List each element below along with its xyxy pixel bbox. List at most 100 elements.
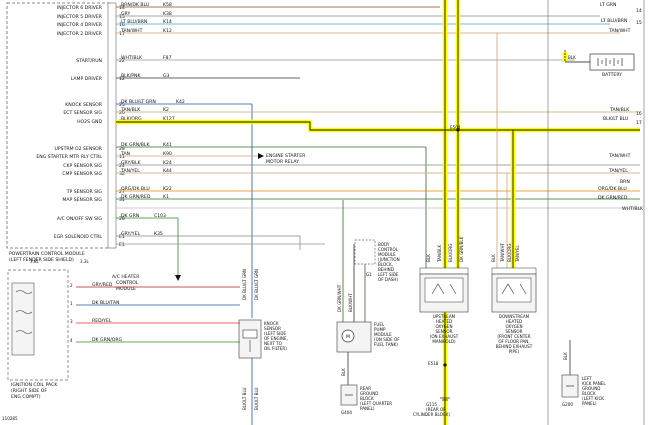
- wire-label: LT BLU/BRN: [601, 18, 627, 24]
- pin-number: 17: [636, 120, 642, 126]
- powertrain-control-module: INJECTOR 6 DRIVER INJECTOR 5 DRIVER INJE…: [6, 2, 117, 263]
- rear-ground-label: (LEFT QUARTER: [360, 401, 392, 406]
- pcm-caption: POWERTRAIN CONTROL MODULE: [9, 251, 85, 257]
- knock-label: NEXT TO: [264, 341, 282, 346]
- left-kick-label: (LEFT KICK: [582, 396, 604, 401]
- pin-number: 28: [119, 216, 125, 222]
- upstream-label: SENSOR: [436, 329, 453, 334]
- left-kick-label: KICK PANEL: [582, 381, 606, 386]
- pin-number: 11: [119, 154, 125, 160]
- downstream-label: DOWNSTREAM: [499, 314, 530, 319]
- bcm-label: MODULE: [378, 252, 396, 257]
- pin-number: 2: [70, 283, 73, 288]
- wire-label: TAN/BLK: [437, 244, 442, 263]
- ac-heater-module: A/C HEATER CONTROL MODULE: [112, 274, 181, 292]
- pcm-label: A/C ON/OFF SW SIG: [57, 216, 103, 222]
- battery-icon: [597, 58, 623, 66]
- sensor-icon: [242, 329, 258, 339]
- pin-number: 12: [119, 76, 125, 82]
- circuit-label: K38: [163, 11, 172, 17]
- left-kick-label: PANEL): [582, 401, 597, 406]
- splice-e504: E504: [450, 125, 461, 130]
- pin-number: 15: [636, 20, 642, 26]
- rear-ground-label: PANEL): [360, 406, 375, 411]
- wire-label: TAN/YEL: [515, 244, 520, 263]
- pcm-wires: [116, 6, 640, 318]
- wire-label: BLK: [426, 254, 431, 262]
- pin-number: 32: [119, 171, 125, 177]
- pcm-label: LAMP DRIVER: [71, 76, 103, 82]
- sensor-icon: [424, 277, 464, 303]
- pin-number: 14: [636, 8, 642, 14]
- wire-label: GRY/RED: [92, 282, 113, 288]
- pin-number: 16: [636, 111, 642, 117]
- knock-label: OF ENGINE,: [264, 336, 288, 341]
- bcm-label: BEHIND: [378, 267, 394, 272]
- pin-number: 16: [119, 22, 125, 28]
- downstream-label: OF FLOOR PAN,: [498, 339, 529, 344]
- pin-number: 3: [70, 319, 73, 324]
- ac-heater-label: MODULE: [116, 286, 136, 292]
- wire-label: DK GRN/BLK: [121, 142, 150, 148]
- coil-icon: [11, 282, 35, 356]
- ignition-coil-pack: 3.8L 3.3L 2 1 3 4 GRY/RED DK BLU/TAN RED…: [7, 259, 240, 400]
- pin-number: 14: [119, 5, 125, 11]
- pcm-label: CMP SENSOR SIG: [62, 171, 102, 177]
- fuel-label: MODULE: [374, 332, 392, 337]
- pin-number: 31: [119, 197, 125, 203]
- bcm-label: LEFT SIDE: [378, 272, 399, 277]
- wire-label: TAN/WHT: [608, 28, 631, 34]
- fuel-wire-label: BLK/WHT: [348, 293, 353, 312]
- wire-label: DK BLU/TAN: [92, 300, 119, 306]
- wire-label: TAN/WHT: [608, 153, 631, 159]
- wire-label: DK GRN: [121, 213, 139, 219]
- rear-ground-label: BLOCK: [360, 396, 374, 401]
- engine-starter-relay: ENGINE STARTER MOTOR RELAY: [258, 153, 306, 165]
- wire-label: GRY/YEL: [121, 231, 141, 237]
- ignition-label: ENG COMPT): [11, 394, 41, 400]
- wire-label: BLK/ORG: [121, 116, 142, 122]
- sensor-icon: [496, 277, 532, 303]
- wire-label: DK GRN/BLK: [459, 236, 464, 262]
- circuit-label: K58: [163, 2, 172, 8]
- upstream-o2-sensor: BLK TAN/BLK BLK/ORG DK GRN/BLK UPSTREAM …: [419, 236, 469, 344]
- upstream-label: (ON EXHAUST: [430, 334, 459, 339]
- fuel-wire-label: DK GRN/WHT: [337, 284, 342, 312]
- fuel-label: PUMP: [374, 327, 386, 332]
- pcm-label: INJECTOR 5 DRIVER: [57, 14, 103, 20]
- wire-label: BLK/ORG: [448, 244, 453, 262]
- knock-wire-label: DK BLU/LT GRN: [254, 269, 259, 300]
- downstream-label: SENSOR: [506, 329, 523, 334]
- pin-number: E1: [119, 242, 125, 248]
- bcm-label: (JUNCTION: [378, 257, 400, 262]
- pcm-label: TP SENSOR SIG: [66, 189, 103, 195]
- wire-label: ORG/DK BLU: [121, 186, 150, 192]
- circuit-label: G3: [163, 73, 170, 79]
- ignition-label: IGNITION COIL PACK: [11, 382, 58, 388]
- wire-label: TAN/WHT: [120, 28, 143, 34]
- fuel-pump-module: DK GRN/WHT BLK/WHT M FUEL PUMP MODULE (O…: [336, 200, 400, 385]
- splice-e518: E518: [428, 361, 439, 366]
- bcm-label: OF DASH): [378, 277, 398, 282]
- pcm-caption: (LEFT FENDER SIDE SHIELD): [9, 257, 74, 263]
- wire-label: BLK: [563, 352, 568, 360]
- circuit-label: K41: [163, 142, 172, 148]
- ac-heater-label: A/C HEATER: [112, 274, 140, 280]
- motor-symbol: M: [346, 334, 350, 340]
- upstream-label: OXYGEN: [435, 324, 452, 329]
- wire-label: BLK: [491, 254, 496, 262]
- circuit-label: K35: [154, 231, 163, 237]
- wire-label: DK GRN/RED: [121, 194, 151, 200]
- wire-label: BLK/LT BLU: [603, 116, 628, 122]
- wire-label: WHT/BLK: [622, 206, 644, 212]
- circuit-label: K90: [163, 151, 172, 157]
- wire-label: BRN: [620, 179, 630, 185]
- pin-number: 1: [70, 301, 73, 306]
- pcm-pins: 14 15 16 17 22 12 25 26 27 28 11 24 32 2…: [119, 5, 125, 248]
- rear-ground-block: REAR GROUND BLOCK (LEFT QUARTER PANEL) G…: [340, 384, 392, 415]
- pcm-label: ECT SENSOR SIG: [63, 110, 102, 116]
- bcm-label: BLOCK,: [378, 262, 393, 267]
- battery-wire-label: BLK: [568, 55, 576, 60]
- g115-ground: E518 G115 (REAR OF CYLINDER BLOCK): [413, 361, 450, 417]
- pin-number: 4: [70, 338, 73, 343]
